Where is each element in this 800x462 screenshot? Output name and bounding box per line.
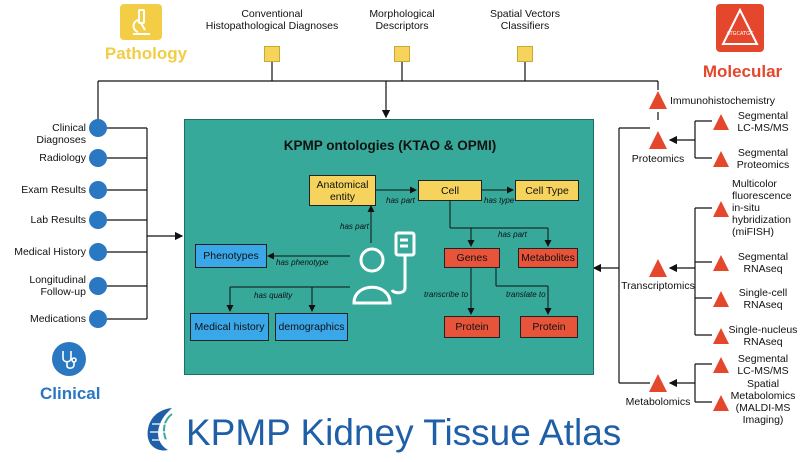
- patient-iv-icon: [352, 231, 416, 305]
- edge-has-part-1: has part: [340, 222, 369, 231]
- spatial-metabolomics-label: Spatial Metabolomics (MALDI-MS Imaging): [730, 378, 796, 426]
- clinical-node-diagnoses: [89, 119, 107, 137]
- ontology-title: KPMP ontologies (KTAO & OPMI): [283, 138, 497, 153]
- spatial-metabolomics-triangle: [713, 395, 729, 411]
- node-protein-2: Protein: [520, 316, 578, 338]
- single-nucleus-rnaseq-triangle: [713, 328, 729, 344]
- metabolomics-lcms-triangle: [713, 357, 729, 373]
- edge-has-phenotype: has phenotype: [276, 258, 329, 267]
- metabolomics-lcms-label: Segmental LC-MS/MS: [737, 353, 789, 377]
- immunohistochemistry-label: Immunohistochemistry: [670, 95, 776, 107]
- molecular-icon: ATGCATGC: [716, 4, 764, 52]
- clinical-item-diagnoses: Clinical Diagnoses: [36, 122, 86, 146]
- node-cell-type: Cell Type: [515, 180, 579, 201]
- single-cell-rnaseq-label: Single-cell RNAseq: [738, 287, 788, 311]
- transcriptomics-triangle: [649, 259, 667, 277]
- metabolomics-triangle: [649, 374, 667, 392]
- clinical-node-history: [89, 243, 107, 261]
- proteomics-lcms-label: Segmental LC-MS/MS: [737, 110, 789, 134]
- edge-has-type: has type: [484, 196, 515, 205]
- clinical-item-lab: Lab Results: [30, 214, 86, 226]
- pathology-node-morphology: [394, 46, 410, 62]
- pathology-item-spatial: Spatial Vectors Classifiers: [489, 8, 561, 32]
- node-medical-history: Medical history: [190, 313, 269, 341]
- proteomics-segmental-triangle: [713, 151, 729, 167]
- atlas-title: KPMP Kidney Tissue Atlas: [186, 412, 622, 453]
- pathology-title: Pathology: [104, 44, 188, 63]
- node-phenotypes: Phenotypes: [195, 244, 267, 268]
- clinical-item-followup: Longitudinal Follow-up: [29, 274, 86, 298]
- metabolomics-label: Metabolomics: [625, 396, 691, 408]
- pathology-item-histopathology: Conventional Histopathological Diagnoses: [205, 8, 339, 32]
- node-genes: Genes: [444, 248, 500, 268]
- clinical-title: Clinical: [40, 384, 101, 403]
- node-protein-1: Protein: [444, 316, 500, 338]
- segmental-rnaseq-triangle: [713, 255, 729, 271]
- transcriptomics-label: Transcriptomics: [621, 280, 695, 292]
- node-anatomical-entity: Anatomical entity: [309, 175, 376, 206]
- edge-transcribe-to: transcribe to: [424, 290, 469, 299]
- immunohistochemistry-triangle: [649, 91, 667, 109]
- clinical-node-radiology: [89, 149, 107, 167]
- clinical-item-exam: Exam Results: [21, 184, 86, 196]
- single-nucleus-rnaseq-label: Single-nucleus RNAseq: [728, 324, 798, 348]
- clinical-item-radiology: Radiology: [39, 152, 86, 164]
- clinical-item-medications: Medications: [29, 313, 86, 325]
- node-metabolites: Metabolites: [518, 248, 578, 268]
- edge-has-quality: has quality: [254, 291, 293, 300]
- mifish-label: Multicolor fluorescence in-situ hybridiz…: [732, 178, 792, 238]
- mifish-triangle: [713, 201, 729, 217]
- edge-translate-to: translate to: [506, 290, 546, 299]
- edge-has-part-2: has part: [386, 196, 415, 205]
- pathology-icon: [120, 4, 162, 40]
- clinical-node-medications: [89, 310, 107, 328]
- pathology-node-spatial: [517, 46, 533, 62]
- kpmp-logo-icon: [147, 408, 173, 451]
- pathology-item-morphology: Morphological Descriptors: [369, 8, 435, 32]
- clinical-item-history: Medical History: [14, 246, 86, 258]
- molecular-title: Molecular: [702, 62, 783, 81]
- proteomics-lcms-triangle: [713, 114, 729, 130]
- proteomics-triangle: [649, 131, 667, 149]
- proteomics-segmental-label: Segmental Proteomics: [736, 147, 790, 171]
- pathology-node-histopathology: [264, 46, 280, 62]
- stethoscope-icon: [52, 342, 86, 376]
- molecular-icon-text: ATGCATGC: [727, 31, 754, 37]
- node-cell: Cell: [418, 180, 482, 201]
- single-cell-rnaseq-triangle: [713, 291, 729, 307]
- clinical-node-exam: [89, 181, 107, 199]
- node-demographics: demographics: [275, 313, 348, 341]
- clinical-node-followup: [89, 277, 107, 295]
- edge-has-part-3: has part: [498, 230, 527, 239]
- segmental-rnaseq-label: Segmental RNAseq: [737, 251, 789, 275]
- clinical-node-lab: [89, 211, 107, 229]
- proteomics-label: Proteomics: [631, 153, 685, 165]
